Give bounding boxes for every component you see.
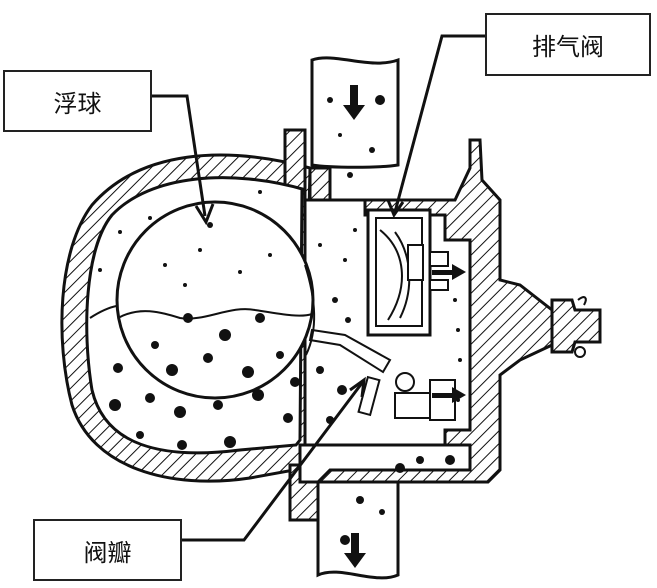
flow-down-arrow-icon xyxy=(343,85,365,120)
label-vent-valve-text: 排气阀 xyxy=(532,33,604,61)
leader-float xyxy=(152,94,207,217)
label-valve-disc-text: 阀瓣 xyxy=(83,538,132,567)
flow-right-arrow-icon xyxy=(432,264,466,280)
label-valve-disc: 阀瓣 xyxy=(33,519,182,581)
label-float-ball: 浮球 xyxy=(3,70,152,132)
flow-down-arrow-icon xyxy=(344,533,366,568)
outlet-pipe xyxy=(316,480,400,580)
leader-valve xyxy=(182,382,364,542)
leader-vent xyxy=(393,34,485,213)
flow-right-arrow-icon xyxy=(432,387,466,403)
steam-dots xyxy=(98,95,462,402)
label-float-ball-text: 浮球 xyxy=(53,89,102,118)
side-boss xyxy=(550,298,602,354)
float-lever xyxy=(308,328,392,374)
outlet-chamber xyxy=(298,443,472,484)
label-vent-valve: 排气阀 xyxy=(485,13,651,76)
vent-valve-assembly xyxy=(366,208,449,337)
float-ball xyxy=(115,200,315,400)
water-droplets xyxy=(109,297,455,545)
